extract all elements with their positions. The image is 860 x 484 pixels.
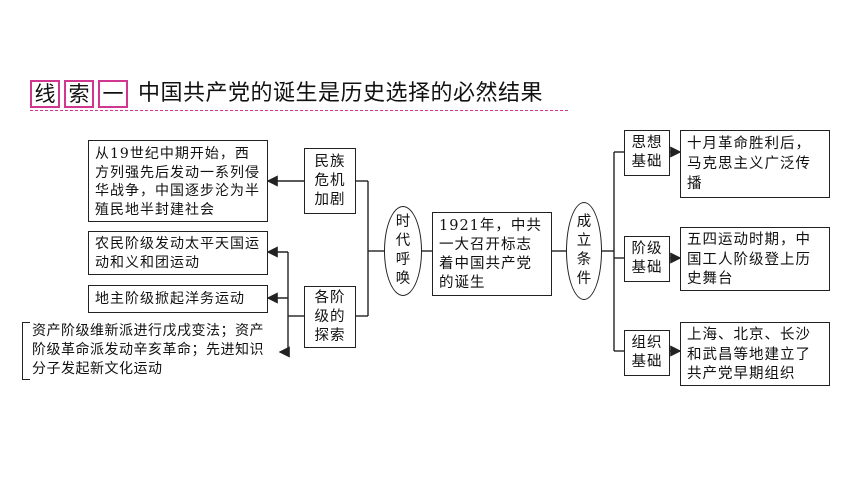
explore-label-box: 各阶级的探索 xyxy=(304,286,356,348)
conditions-oval: 成立条件 xyxy=(566,202,602,300)
call-label: 时代呼唤 xyxy=(395,214,411,287)
explore-item-3-bracket xyxy=(22,322,32,380)
title-underline xyxy=(30,110,568,111)
right-label-3-box: 组织基础 xyxy=(624,330,670,376)
crisis-label: 民族危机加剧 xyxy=(314,153,346,208)
title-heading: 中国共产党的诞生是历史选择的必然结果 xyxy=(138,81,544,106)
explore-item-3: 资产阶级维新派进行戊戌变法；资产阶级革命派发动辛亥革命；先进知识分子发起新文化运… xyxy=(30,322,278,380)
right-label-3: 组织基础 xyxy=(631,335,663,370)
title-tag-2: 索 xyxy=(64,80,94,108)
explore-label: 各阶级的探索 xyxy=(314,289,346,344)
explore-item-2: 地主阶级掀起洋务运动 xyxy=(88,285,268,313)
title-tag-3: 一 xyxy=(98,80,128,108)
crisis-label-box: 民族危机加剧 xyxy=(304,148,356,214)
call-oval: 时代呼唤 xyxy=(384,206,422,296)
crisis-text-box: 从19世纪中期开始，西方列强先后发动一系列侵华战争，中国逐步沦为半殖民地半封建社… xyxy=(88,140,268,222)
right-text-2: 五四运动时期，中国工人阶级登上历史舞台 xyxy=(680,227,830,291)
main-event-box: 1921年，中共一大召开标志着中国共产党的诞生 xyxy=(432,212,552,296)
section-title: 线 索 一 中国共产党的诞生是历史选择的必然结果 xyxy=(30,80,570,111)
right-label-2-box: 阶级基础 xyxy=(624,236,670,282)
right-label-1: 思想基础 xyxy=(631,135,663,170)
conditions-label: 成立条件 xyxy=(576,214,592,287)
right-text-3: 上海、北京、长沙和武昌等地建立了共产党早期组织 xyxy=(680,322,830,386)
right-text-1: 十月革命胜利后，马克思主义广泛传播 xyxy=(680,130,830,198)
right-label-2: 阶级基础 xyxy=(631,241,663,276)
right-label-1-box: 思想基础 xyxy=(624,130,670,176)
explore-item-1: 农民阶级发动太平天国运动和义和团运动 xyxy=(88,231,268,275)
title-tag-1: 线 xyxy=(30,80,60,108)
